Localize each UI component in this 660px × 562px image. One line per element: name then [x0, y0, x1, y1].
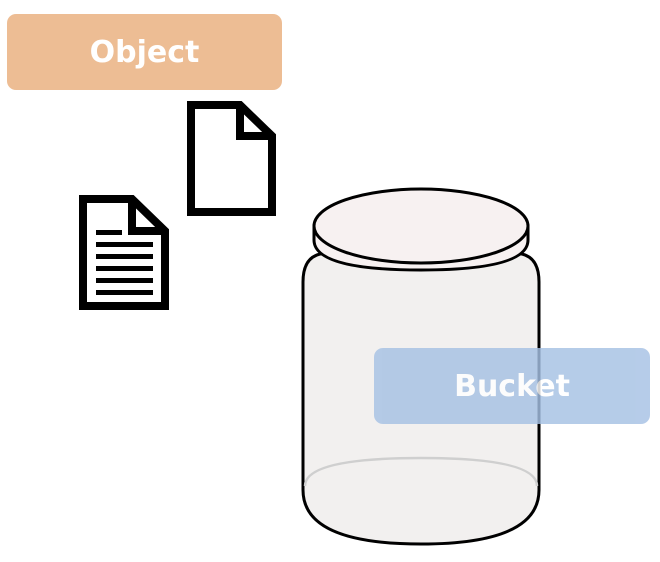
text-document-icon [78, 194, 172, 316]
bucket-label: Bucket [374, 348, 650, 424]
object-label: Object [7, 14, 282, 90]
document-icon [186, 100, 278, 222]
